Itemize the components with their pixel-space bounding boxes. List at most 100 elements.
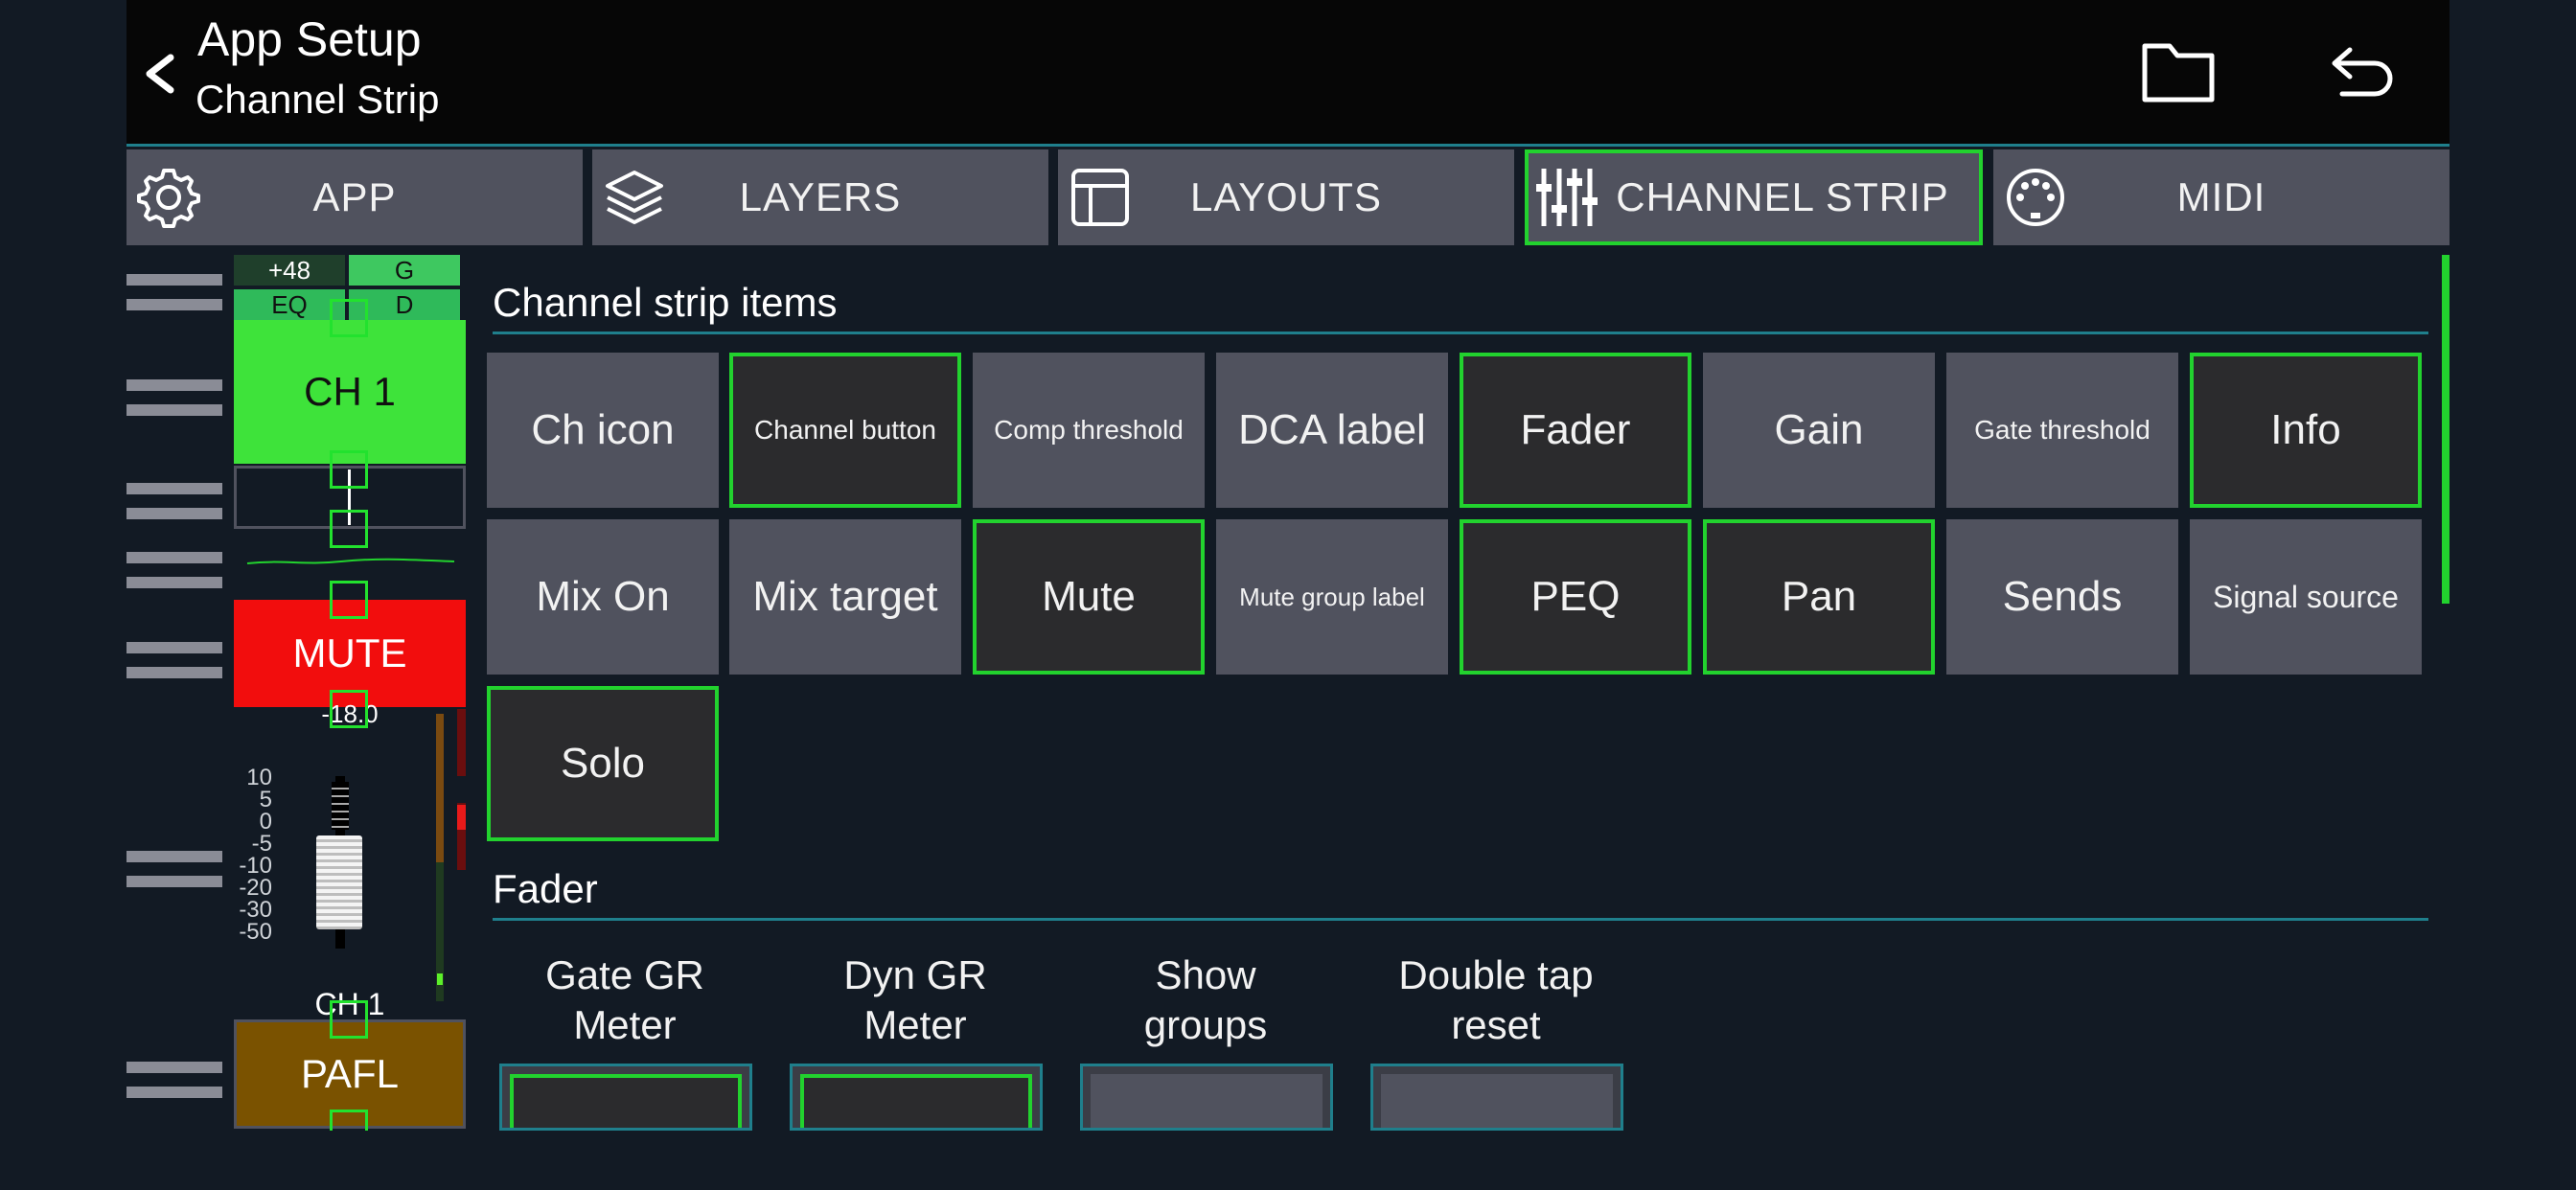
fader-knob[interactable] [316, 835, 362, 929]
drag-handle[interactable] [126, 642, 222, 653]
item-mix-target[interactable]: Mix target [729, 519, 961, 675]
level-meter-peak [437, 973, 443, 985]
option-double-tap-reset-toggle[interactable] [1370, 1064, 1623, 1131]
drag-handle[interactable] [126, 379, 222, 391]
item-fader[interactable]: Fader [1460, 353, 1691, 508]
tab-channel-strip-label: CHANNEL STRIP [1616, 174, 1949, 219]
undo-icon [2332, 47, 2393, 97]
option-label-line: Show [1155, 952, 1256, 997]
drag-handle[interactable] [126, 404, 222, 416]
toggle-face [510, 1074, 742, 1128]
eq-indicator: EQ [234, 289, 345, 320]
option-label-line: Dyn GR [843, 952, 987, 997]
folder-icon [2142, 43, 2215, 103]
midi-icon [2007, 169, 2064, 226]
toggle-face [800, 1074, 1032, 1128]
item-gate-threshold[interactable]: Gate threshold [1946, 353, 2178, 508]
open-folder-button[interactable] [2141, 38, 2218, 105]
section-divider [493, 332, 2428, 334]
drag-handle[interactable] [126, 1087, 222, 1098]
item-signal-source[interactable]: Signal source [2190, 519, 2422, 675]
item-ch-icon[interactable]: Ch icon [487, 353, 719, 508]
layers-icon [606, 171, 663, 224]
drag-handle[interactable] [126, 876, 222, 887]
item-dca-label[interactable]: DCA label [1216, 353, 1448, 508]
eq-curve-icon [246, 558, 455, 564]
tab-layers[interactable]: LAYERS [592, 149, 1048, 245]
tab-app-label: APP [312, 174, 397, 219]
drag-handle[interactable] [126, 1062, 222, 1073]
gr-meter [457, 803, 466, 870]
drop-target[interactable] [330, 299, 368, 337]
drag-handle[interactable] [126, 274, 222, 286]
item-mute-group-label[interactable]: Mute group label [1216, 519, 1448, 675]
channel-button-preview[interactable]: CH 1 [234, 320, 466, 464]
tab-layers-label: LAYERS [739, 174, 902, 219]
item-peq[interactable]: PEQ [1460, 519, 1691, 675]
item-sends[interactable]: Sends [1946, 519, 2178, 675]
gr-meter-level [457, 805, 466, 830]
content-clip [126, 1131, 2450, 1190]
item-solo[interactable]: Solo [487, 686, 719, 841]
header-divider [126, 144, 2450, 147]
drag-handle[interactable] [126, 851, 222, 862]
toggle-face [1381, 1074, 1613, 1128]
drag-handle[interactable] [126, 483, 222, 494]
drop-target[interactable] [330, 1000, 368, 1039]
back-button[interactable] [140, 44, 178, 103]
drop-target[interactable] [330, 450, 368, 489]
sliders-icon [1536, 169, 1598, 226]
empty-slot [234, 466, 466, 529]
chevron-left-icon [146, 54, 174, 94]
scale-tick: -30 [239, 897, 272, 923]
drag-handle[interactable] [126, 552, 222, 563]
gear-icon [137, 169, 200, 228]
item-pan[interactable]: Pan [1703, 519, 1935, 675]
scale-tick: -50 [239, 919, 272, 945]
option-label-line: Double tap [1398, 952, 1594, 997]
scale-tick: 0 [259, 809, 272, 835]
drop-target[interactable] [330, 690, 368, 728]
scale-tick: -5 [251, 831, 272, 857]
item-info[interactable]: Info [2190, 353, 2422, 508]
option-label-line: Gate GR [545, 952, 704, 997]
section-divider [493, 918, 2428, 921]
scrollbar[interactable] [2442, 255, 2450, 604]
tab-midi[interactable]: MIDI [1993, 149, 2450, 245]
option-show-groups-toggle[interactable] [1080, 1064, 1333, 1131]
drag-handle[interactable] [126, 299, 222, 310]
option-label-line: groups [1143, 1002, 1268, 1047]
section-title-fader: Fader [493, 866, 598, 911]
undo-button[interactable] [2321, 38, 2398, 105]
option-label-line: Meter [573, 1002, 677, 1047]
drag-handle[interactable] [126, 577, 222, 588]
drag-handle[interactable] [126, 667, 222, 678]
gr-meter [457, 709, 466, 776]
option-label-line: reset [1451, 1002, 1541, 1047]
page-subtitle: Channel Strip [196, 77, 440, 122]
drop-target[interactable] [330, 510, 368, 548]
item-mute[interactable]: Mute [973, 519, 1205, 675]
item-channel-button[interactable]: Channel button [729, 353, 961, 508]
option-double-tap-reset-label: Double tap reset [1371, 950, 1621, 1050]
item-comp-threshold[interactable]: Comp threshold [973, 353, 1205, 508]
drop-target[interactable] [330, 581, 368, 619]
phantom-indicator: +48 [234, 255, 345, 286]
item-gain[interactable]: Gain [1703, 353, 1935, 508]
fader-ticks [332, 782, 349, 830]
option-gate-gr-meter-toggle[interactable] [499, 1064, 752, 1131]
tab-layouts-label: LAYOUTS [1190, 174, 1382, 219]
tab-app[interactable]: APP [126, 149, 583, 245]
layout-icon [1071, 169, 1129, 226]
header-bar [126, 0, 2450, 144]
tab-channel-strip[interactable]: CHANNEL STRIP [1525, 149, 1983, 245]
tab-layouts[interactable]: LAYOUTS [1058, 149, 1514, 245]
item-mix-on[interactable]: Mix On [487, 519, 719, 675]
option-dyn-gr-meter-toggle[interactable] [790, 1064, 1043, 1131]
level-meter-hot [436, 714, 444, 862]
option-dyn-gr-meter-label: Dyn GR Meter [791, 950, 1040, 1050]
tab-midi-label: MIDI [2176, 174, 2266, 219]
gate-indicator: G [349, 255, 460, 286]
drag-handle[interactable] [126, 508, 222, 519]
